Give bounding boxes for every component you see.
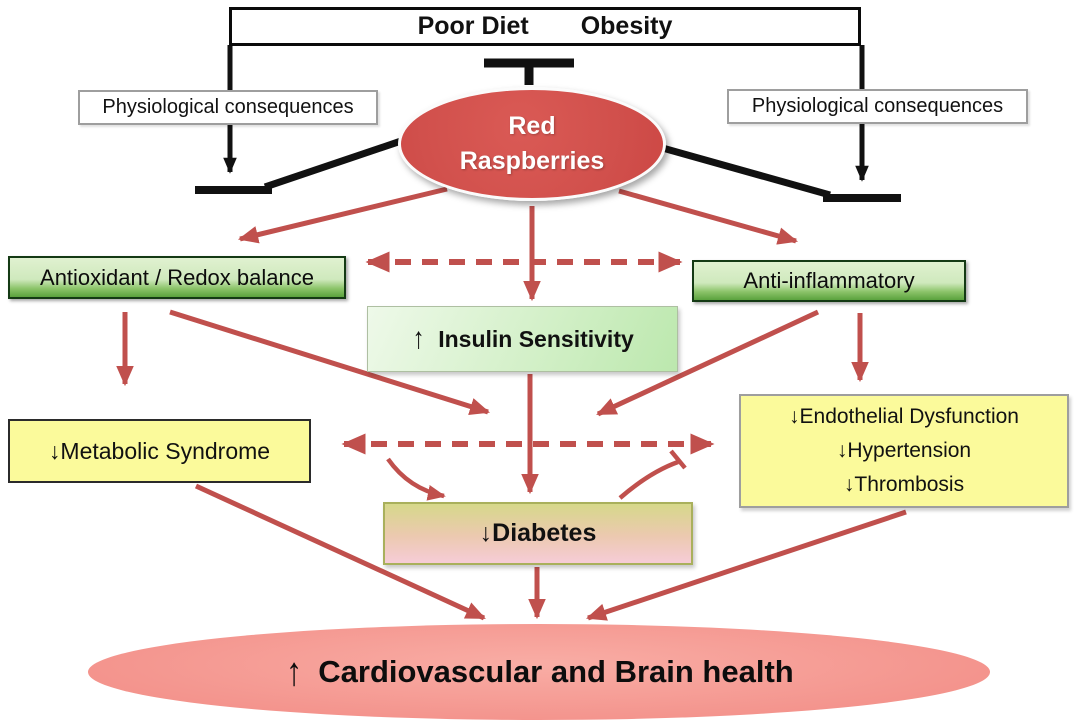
poor-diet-label: Poor Diet <box>417 12 529 40</box>
arrow-raspberry-to-antiinflammatory <box>618 188 799 245</box>
insulin-sensitivity-label: Insulin Sensitivity <box>438 325 634 352</box>
arrow-raspberry-to-antioxidant <box>237 186 448 244</box>
metabolic-syndrome-label: ↓Metabolic Syndrome <box>48 437 271 464</box>
physiological-consequences-left-box: Physiological consequences <box>78 90 378 125</box>
antioxidant-label: Antioxidant / Redox balance <box>40 264 314 290</box>
antioxidant-redox-box: Antioxidant / Redox balance <box>8 256 346 299</box>
red-arrows <box>116 186 907 621</box>
vascular-outcomes-box: ↓Endothelial Dysfunction ↓Hypertension ↓… <box>739 394 1069 508</box>
arrow-metabolic-to-outcome <box>194 483 486 621</box>
insulin-sensitivity-box: ↑ Insulin Sensitivity <box>367 306 678 372</box>
raspberries-line2: Raspberries <box>459 147 605 175</box>
dashed-arrows <box>341 251 715 455</box>
red-raspberries-ellipse: Red Raspberries <box>398 87 666 201</box>
anti-inflammatory-label: Anti-inflammatory <box>743 268 915 293</box>
diabetes-label: ↓Diabetes <box>479 519 597 547</box>
cardiovascular-brain-health-label: Cardiovascular and Brain health <box>318 654 794 689</box>
arrow-vascular-to-outcome <box>586 509 907 621</box>
thrombosis-label: ↓Thrombosis <box>843 473 965 496</box>
inhibit-line-raspberry-right <box>658 143 831 199</box>
physiological-right-label: Physiological consequences <box>751 95 1004 117</box>
curved-connectors <box>386 449 687 501</box>
endothelial-dysfunction-label: ↓Endothelial Dysfunction <box>789 404 1019 428</box>
diabetes-box: ↓Diabetes <box>383 502 693 565</box>
anti-inflammatory-box: Anti-inflammatory <box>692 260 966 302</box>
metabolic-syndrome-box: ↓Metabolic Syndrome <box>8 419 311 483</box>
physiological-left-label: Physiological consequences <box>102 96 354 118</box>
raspberries-line1: Red <box>508 112 556 140</box>
curved-arrow-left-to-diabetes <box>386 457 446 501</box>
black-lines <box>195 45 901 202</box>
cardiovascular-brain-health-ellipse: ↑ Cardiovascular and Brain health <box>88 624 990 720</box>
inhibit-line-raspberry-left <box>263 136 406 191</box>
arrow-antiinflammatory-to-center <box>596 309 820 417</box>
arrow-antioxidant-to-center <box>169 309 491 415</box>
physiological-consequences-right-box: Physiological consequences <box>727 89 1028 124</box>
curved-inhibit-bar <box>669 449 687 470</box>
hypertension-label: ↓Hypertension <box>836 438 972 462</box>
curved-inhibit-right-of-diabetes <box>618 459 679 500</box>
obesity-label: Obesity <box>580 12 673 40</box>
poor-diet-obesity-box: Poor Diet Obesity <box>229 7 861 46</box>
